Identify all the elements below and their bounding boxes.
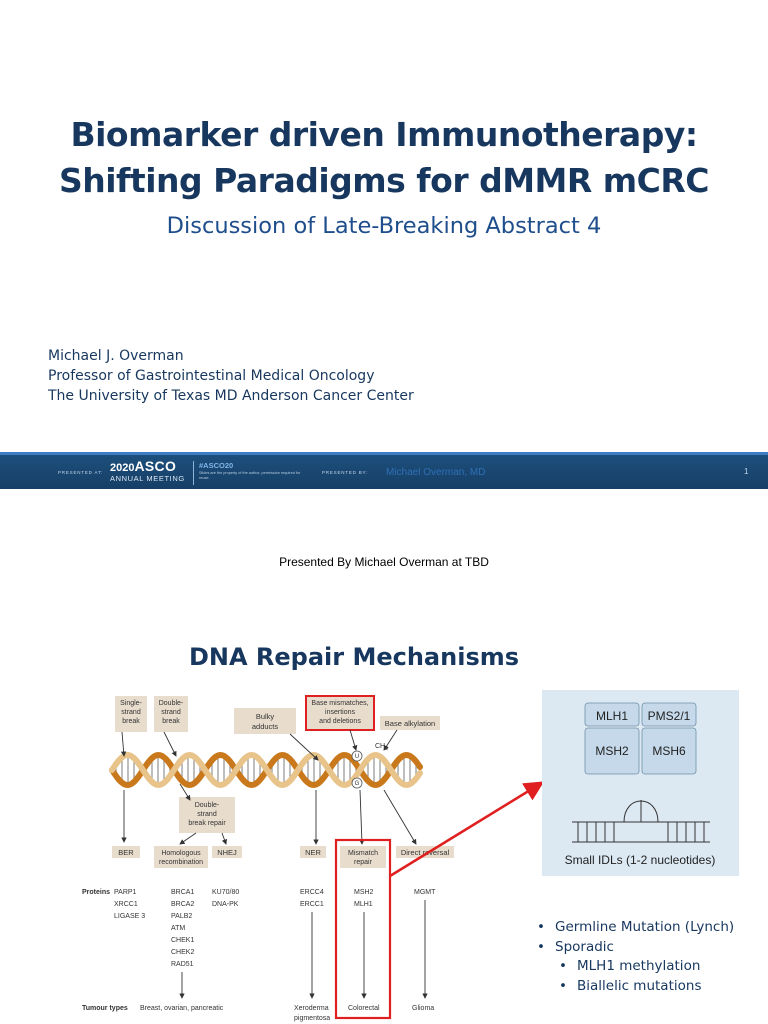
bullet-mlh1-methylation: •MLH1 methylation: [537, 957, 734, 977]
presented-by-label: PRESENTED BY:: [322, 470, 369, 475]
idl-caption: Small IDLs (1-2 nucleotides): [565, 853, 716, 867]
svg-text:Base alkylation: Base alkylation: [385, 719, 435, 728]
author-institution: The University of Texas MD Anderson Canc…: [48, 388, 414, 404]
footer-divider: [193, 461, 194, 485]
bullet-dot-icon: •: [537, 919, 545, 935]
tumour-hr: Breast, ovarian, pancreatic: [140, 1005, 224, 1012]
author-block: Michael J. Overman Professor of Gastroin…: [48, 346, 414, 406]
pms2-label: PMS2/1: [648, 709, 691, 723]
bullet-dot-icon: •: [537, 938, 545, 955]
asco-footer-bar: PRESENTED AT: 2020ASCO ANNUAL MEETING #A…: [0, 452, 768, 489]
highlight-arrow: [389, 781, 545, 878]
mmr-complex-diagram: MLH1 PMS2/1 MSH2 MSH6 Small IDLs (1-2 nu…: [565, 702, 716, 867]
mmr-highlight-box: [334, 838, 392, 1020]
svg-text:BER: BER: [118, 848, 134, 857]
tumour-types-label: Tumour types: [82, 1005, 128, 1012]
pathway-direct-reversal: Direct reversal: [396, 846, 454, 858]
title-line-2: Shifting Paradigms for dMMR mCRC: [58, 161, 710, 200]
mlh1-label: MLH1: [596, 709, 628, 723]
svg-text:NER: NER: [305, 848, 321, 857]
pathway-arrows: [121, 783, 417, 845]
pathway-ner: NER: [300, 846, 326, 858]
idl-dna-ladder: [572, 800, 710, 843]
slide-title: Biomarker driven Immunotherapy: Shifting…: [0, 112, 768, 204]
author-role: Professor of Gastrointestinal Medical On…: [48, 368, 375, 384]
damage-arrows: [120, 729, 398, 761]
meeting-name: ASCO: [134, 458, 177, 474]
dna-helix: [109, 751, 423, 789]
mmr-complex-inset: MLH1 PMS2/1 MSH2 MSH6 Small IDLs (1-2 nu…: [542, 690, 739, 876]
title-line-1: Biomarker driven Immunotherapy:: [70, 115, 698, 154]
dna-repair-title: DNA Repair Mechanisms: [188, 643, 520, 671]
presented-at-label: PRESENTED AT:: [58, 470, 104, 475]
slide-number: 1: [744, 467, 749, 476]
label-base-alkylation: Base alkylation: [380, 716, 440, 730]
meeting-year: 2020: [110, 462, 135, 474]
asco-logo: 2020ASCO ANNUAL MEETING: [110, 458, 185, 483]
svg-text:Direct reversal: Direct reversal: [401, 848, 450, 857]
author-name: Michael J. Overman: [48, 348, 184, 364]
bullet-dot-icon: •: [559, 958, 567, 974]
bullet-germline: •Germline Mutation (Lynch): [537, 918, 734, 938]
base-g: G: [355, 781, 360, 787]
pathway-nhej: NHEJ: [212, 846, 242, 858]
base-u: U: [355, 754, 359, 760]
pathway-ber: BER: [112, 846, 140, 858]
mmr-bullet-list: •Germline Mutation (Lynch) •Sporadic •ML…: [537, 918, 734, 996]
bullet-dot-icon: •: [559, 977, 567, 994]
proteins-direct: MGMT: [414, 889, 436, 896]
meeting-sub: ANNUAL MEETING: [110, 474, 185, 483]
tumour-mmr: Colorectal: [348, 1005, 380, 1012]
title-slide: Biomarker driven Immunotherapy: Shifting…: [0, 0, 768, 490]
proteins-label: Proteins: [82, 889, 110, 896]
bullet-sporadic: •Sporadic: [537, 938, 734, 958]
msh2-label: MSH2: [595, 744, 629, 758]
presenter-name: Michael Overman, MD: [386, 467, 486, 478]
svg-text:NHEJ: NHEJ: [217, 848, 237, 857]
msh6-label: MSH6: [652, 744, 686, 758]
presented-caption: Presented By Michael Overman at TBD: [279, 555, 489, 569]
hashtag: #ASCO20: [199, 461, 234, 470]
slide-subtitle: Discussion of Late-Breaking Abstract 4: [166, 213, 602, 239]
tumour-direct: Glioma: [412, 1005, 434, 1012]
tumour-arrows: [179, 900, 428, 999]
copyright-note: Slides are the property of the author, p…: [199, 471, 301, 480]
bullet-biallelic: •Biallelic mutations: [537, 977, 734, 997]
